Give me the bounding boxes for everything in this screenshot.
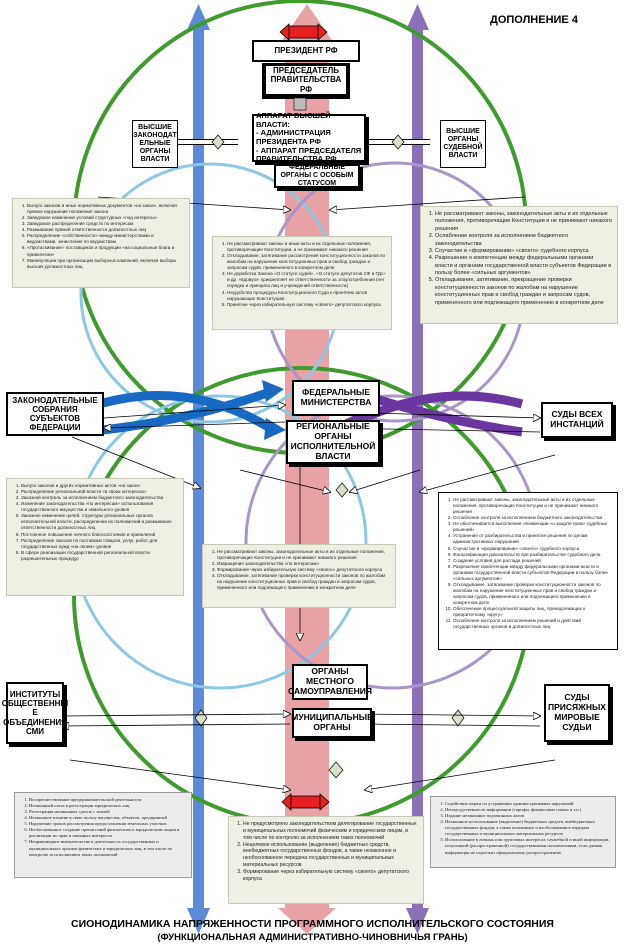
red-arrow-top [279, 23, 328, 41]
note-middle-right: Не рассматривают законы, законодательные… [438, 492, 618, 650]
right-axis [406, 4, 429, 934]
note-bottom-right: Содействие мерам по устранению администр… [430, 796, 616, 868]
note-item: Фальсификация доказательств при разбират… [453, 552, 612, 558]
note-item: Устранение от разбирательства и принятия… [453, 533, 612, 545]
diamond-top-right [391, 134, 405, 150]
note-item: Использование в личных или групповых инт… [445, 837, 610, 855]
president-box: ПРЕЗИДЕНТ РФ [252, 40, 360, 62]
note-item: Разрешение о компетенции между федеральн… [435, 255, 612, 277]
left-cross-arrowhead-2 [262, 380, 284, 402]
note-top-left: Выпуск законов и иных нормативных докуме… [12, 198, 190, 288]
note-item: Заведомое распределение средств по интер… [27, 221, 184, 227]
note-item: «Протаскивание» поставщиков и продукции … [27, 245, 184, 257]
note-item: Формирование через избирательную систему… [243, 869, 418, 883]
note-item: В сфере реализации государственной регио… [21, 550, 178, 562]
note-item: Размывание прямой ответственности должно… [27, 227, 184, 233]
note-item: Не рассматривают законы, законодательные… [217, 549, 390, 561]
diamond-bottom-right [451, 709, 465, 727]
note-middle-center: Не рассматривают законы, законодательные… [202, 544, 396, 608]
note-item: Незаконное изъятие в свою пользу имущест… [29, 815, 186, 821]
civil-institutes-box: ИНСТИТУТЫ ОБЩЕСТВЕННЫ Е ОБЪЕДИНЕНИЯ СМИ [2, 682, 68, 744]
note-item: Распределение региональной власти «в сво… [21, 489, 178, 495]
note-item: Не предусмотрено законодательством делег… [243, 821, 418, 842]
note-bottom-left: Воспрепятствование предпринимательской д… [14, 792, 192, 878]
note-top-center: Не рассматривают законы и иные акты и их… [212, 236, 392, 330]
red-arrow-bottom [281, 793, 330, 811]
left-cross-arrowhead-1 [264, 418, 286, 440]
note-middle-left: Выпуск законов и других нормативных акто… [6, 478, 184, 596]
regional-exec-box: РЕГИОНАЛЬНЫЕ ОРГАНЫ ИСПОЛНИТЕЛЬНОЙ ВЛАСТ… [286, 420, 380, 464]
apparatus-box: АППАРАТ ВЫСШЕЙ ВЛАСТИ: - АДМИНИСТРАЦИЯ П… [252, 111, 366, 163]
jury-courts-box: СУДЫ ПРИСЯЖНЫХ МИРОВЫЕ СУДЬИ [544, 684, 610, 742]
note-item: Постоянное повышение личного благосостоя… [21, 532, 178, 538]
note-item: Не рассматривают законы, законодательные… [453, 497, 612, 515]
note-item: Заказное изменение целей, структуры реги… [21, 513, 178, 531]
note-item: Незаконный отказ в регистрации юридическ… [29, 803, 186, 809]
note-item: Распределение «собственности» между мини… [27, 233, 184, 245]
note-item: Заказной контроль за исполнением бюджетн… [21, 495, 178, 501]
note-top-right: Не рассматривают законы, законодательные… [420, 206, 618, 324]
connector-arrows [62, 63, 556, 790]
note-item: Издание незаконных подзаконных актов [445, 813, 610, 819]
diamond-middle [335, 482, 349, 498]
note-item: Не рассматривают законы, законодательные… [435, 211, 612, 233]
footer-subtitle: (ФУНКЦИОНАЛЬНАЯ АДМИНИСТРАТИВНО-ЧИНОВНИЧ… [157, 932, 468, 943]
note-item: Извращение законодательства «по интереса… [217, 561, 390, 567]
note-item: Незаконное использование (выделение) бюд… [445, 819, 610, 837]
legislative-higher-box: ВЫСШИЕ ЗАКОНОДАТ ЕЛЬНЫЕ ОРГАНЫ ВЛАСТИ [132, 120, 178, 168]
chairman-box: ПРЕДСЕДАТЕЛЬ ПРАВИТЕЛЬСТВА РФ [264, 64, 348, 96]
note-item: Необоснованное создание препятствий физи… [29, 827, 186, 839]
note-item: Не обеспечивается выполнение «Конвенции … [453, 521, 612, 533]
diamond-top-left [211, 134, 225, 150]
note-item: Не доработка Закона «О статусе судей», «… [227, 271, 386, 289]
diamond-bottom-left [194, 709, 208, 727]
note-item: Распределение заказов по поставкам товар… [21, 538, 178, 550]
note-item: Не рассматривают законы и иные акты и их… [227, 241, 386, 253]
note-item: Ослабление контроля за исполнением решен… [453, 618, 612, 630]
legislative-assemblies-box: ЗАКОНОДАТЕЛЬНЫЕ СОБРАНИЯ СУБЪЕКТОВ ФЕДЕР… [6, 392, 104, 436]
apparatus-down-arrow [293, 97, 307, 111]
note-item: Ослабление контроля за исполнением бюдже… [453, 515, 612, 521]
note-item: Манипуляции при организации выборных кам… [27, 258, 184, 270]
note-item: Формирование через избирательную систему… [217, 567, 390, 573]
note-item: Соучастие в «формировании» «своего» суде… [453, 546, 612, 552]
note-item: Нецелевое использование (выделение) бюдж… [243, 842, 418, 869]
note-item: Откладывание, затягивание проверки конст… [217, 573, 390, 591]
note-item: Откладывание, затягивание проверки конст… [453, 582, 612, 606]
note-item: Выпуск законов и иных нормативных докуме… [27, 203, 184, 215]
note-item: Создание условий для распада решений [453, 558, 612, 564]
special-status-box: ФЕДЕРАЛЬНЫЕ ОРГАНЫ С ОСОБЫМ СТАТУСОМ [274, 164, 360, 188]
note-item: Воспрепятствование предпринимательской д… [29, 797, 186, 803]
note-item: Неправомерное вмешательство в деятельнос… [29, 839, 186, 857]
note-item: Нарушение сроков рассмотрения предоставл… [29, 821, 186, 827]
addendum-label: ДОПОЛНЕНИЕ 4 [490, 14, 578, 26]
note-item: Разрешение компетенции между федеральным… [453, 564, 612, 582]
federal-ministries-box: ФЕДЕРАЛЬНЫЕ МИНИСТЕРСТВА [292, 380, 380, 416]
center-axis [278, 4, 336, 934]
municipal-box: МУНИЦИПАЛЬНЫЕ ОРГАНЫ [291, 708, 373, 738]
note-bottom-center: Не предусмотрено законодательством делег… [228, 816, 424, 904]
note-item: Изменение законодательства «по интересам… [21, 501, 178, 513]
note-item: Обеспечение процессуальной защиты лиц, п… [453, 606, 612, 618]
connector-diamonds [194, 134, 465, 779]
note-item: Регистрация незаконных сделок с землей [29, 809, 186, 815]
note-item: Принятие через избирательную систему «св… [227, 302, 386, 308]
note-item: Откладывание, затягивание, прекращение п… [435, 277, 612, 307]
note-item: Содействие мерам по устранению администр… [445, 801, 610, 807]
note-item: Соучастие в «формировании» «своего» суде… [435, 248, 612, 255]
note-item: Откладывание, затягивание рассмотрения к… [227, 253, 386, 271]
footer-title: СИОНОДИНАМИКА НАПРЯЖЕННОСТИ ПРОГРАММНОГО… [71, 918, 554, 930]
diamond-bottom-center [328, 761, 344, 779]
note-item: Неподсудственность информации (тарифы, ф… [445, 807, 610, 813]
judicial-higher-box: ВЫСШИЕ ОРГАНЫ СУДЕБНОЙ ВЛАСТИ [440, 120, 486, 168]
local-self-gov-box: ОРГАНЫ МЕСТНОГО САМОУПРАВЛЕНИЯ [288, 664, 372, 700]
note-item: Неудобство процедуры Конституционного Су… [227, 290, 386, 302]
all-courts-box: СУДЫ ВСЕХ ИНСТАНЦИЙ [541, 402, 613, 438]
note-item: Ослабление контроля за исполнением бюдже… [435, 233, 612, 248]
note-item: Заведомое изменение условий структурных … [27, 215, 184, 221]
note-item: Выпуск законов и других нормативных акто… [21, 483, 178, 489]
